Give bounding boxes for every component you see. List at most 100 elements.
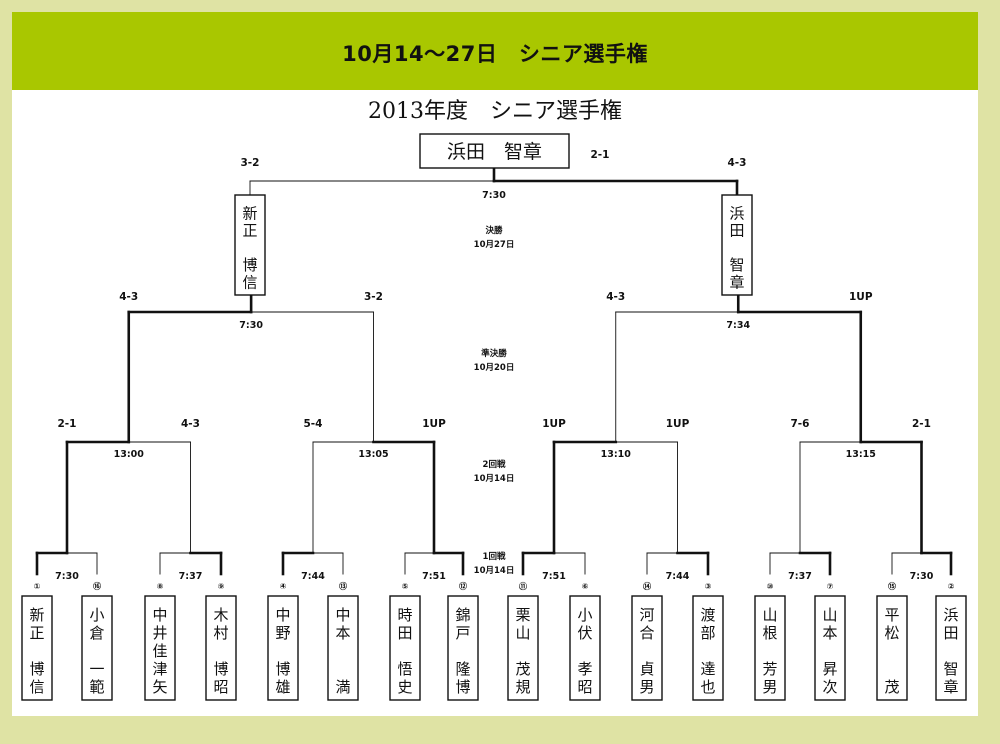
name-char: 章	[729, 273, 744, 291]
match-score: 1UP	[542, 418, 566, 430]
name-char: 也	[700, 678, 715, 696]
name-char: 栗	[515, 606, 530, 624]
seed-number: ⑦	[827, 582, 834, 591]
name-char: 新	[29, 606, 44, 624]
name-char: 史	[397, 678, 412, 696]
seed-number: ⑯	[93, 581, 101, 591]
name-char: 田	[943, 624, 958, 642]
name-char: 根	[762, 624, 777, 642]
name-char: 昭	[213, 678, 228, 696]
name-box	[144, 595, 176, 701]
name-char: 章	[943, 678, 958, 696]
name-char: 小	[577, 606, 592, 624]
round-label: 準決勝	[481, 348, 507, 359]
match-score: 7-6	[791, 418, 810, 430]
round-label: 1回戦	[483, 551, 506, 562]
name-char: 佳	[152, 642, 167, 660]
round-date: 10月14日	[474, 474, 515, 484]
seed-number: ⑪	[519, 581, 527, 591]
name-char: 伏	[577, 624, 592, 642]
name-box	[81, 595, 113, 701]
name-char: 茂	[884, 678, 899, 696]
name-box	[631, 595, 663, 701]
match-time: 13:00	[114, 449, 145, 460]
name-box	[754, 595, 786, 701]
name-box	[21, 595, 53, 701]
match-time: 7:51	[542, 571, 566, 582]
match-time: 7:30	[910, 571, 934, 582]
name-box	[234, 194, 266, 296]
name-box	[721, 194, 753, 296]
name-char: 次	[822, 678, 837, 696]
match-score: 1UP	[849, 291, 873, 303]
name-char: 雄	[275, 678, 290, 696]
name-char: 茂	[515, 660, 530, 678]
name-char: 平	[884, 606, 899, 624]
match-score: 2-1	[58, 418, 77, 430]
name-char: 博	[455, 678, 470, 696]
name-char: 合	[639, 624, 654, 642]
match-time: 7:34	[726, 320, 750, 331]
name-char: 正	[242, 222, 257, 240]
name-char: 範	[89, 678, 104, 696]
name-box	[389, 595, 421, 701]
round-date: 10月14日	[474, 566, 515, 576]
match-score: 4-3	[728, 157, 747, 169]
match-time: 7:44	[301, 571, 325, 582]
name-char: 矢	[152, 678, 167, 696]
name-box	[447, 595, 479, 701]
seed-number: ④	[280, 582, 287, 591]
match-score: 4-3	[606, 291, 625, 303]
name-char: 博	[275, 660, 290, 678]
name-char: 隆	[455, 660, 470, 678]
match-time: 7:30	[55, 571, 79, 582]
name-box	[935, 595, 967, 701]
match-time: 13:05	[358, 449, 388, 460]
match-time: 7:51	[422, 571, 446, 582]
name-char: 山	[762, 606, 777, 624]
name-char: 正	[29, 624, 44, 642]
seed-number: ⑩	[767, 582, 774, 591]
name-char: 悟	[397, 660, 412, 678]
name-char: 村	[213, 624, 228, 642]
name-char: 松	[884, 624, 899, 642]
name-char: 貞	[639, 660, 654, 678]
match-time: 13:10	[601, 449, 632, 460]
match-score: 5-4	[304, 418, 323, 430]
match-time: 7:37	[788, 571, 812, 582]
match-score: 2-1	[591, 149, 610, 161]
name-box	[327, 595, 359, 701]
name-char: 信	[29, 678, 44, 696]
name-char: 浜	[943, 606, 958, 624]
name-char: 信	[242, 273, 257, 291]
round-label: 2回戦	[483, 459, 506, 470]
seed-number: ⑬	[339, 581, 347, 591]
name-char: 孝	[577, 660, 592, 678]
name-char: 博	[242, 256, 257, 274]
name-box	[692, 595, 724, 701]
name-char: 智	[729, 256, 744, 274]
name-char: 山	[822, 606, 837, 624]
name-char: 昭	[577, 678, 592, 696]
name-char: 満	[335, 678, 350, 696]
name-char: 田	[729, 222, 744, 240]
header-banner: 10月14～27日 シニア選手権	[12, 12, 978, 90]
seed-number: ⑥	[582, 582, 589, 591]
match-time: 7:30	[239, 320, 263, 331]
name-char: 新	[242, 204, 257, 222]
name-char: 達	[700, 660, 715, 678]
champion-name: 浜田 智章	[447, 141, 542, 163]
name-char: 芳	[762, 660, 777, 678]
name-char: 津	[152, 660, 167, 678]
